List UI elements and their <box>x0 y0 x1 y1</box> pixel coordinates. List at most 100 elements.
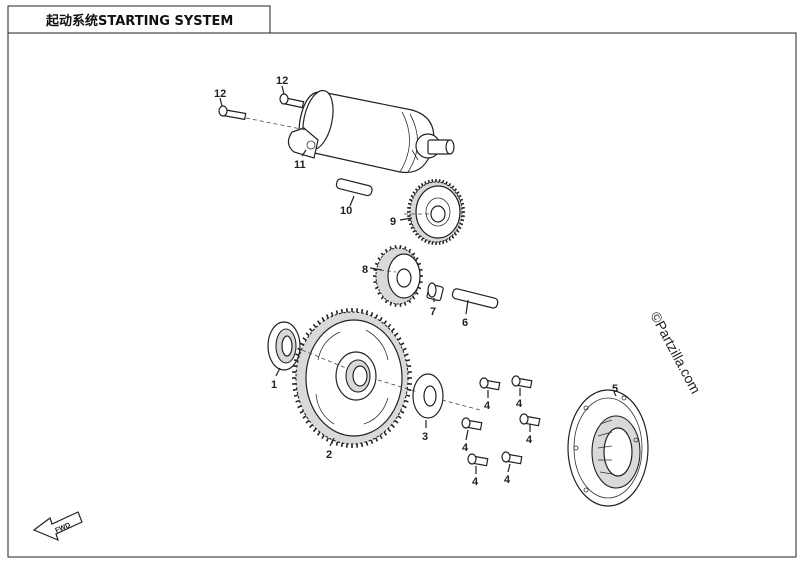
starter-driven-gear-teeth-tooth <box>309 327 313 332</box>
idler-gear-teeth-tooth <box>380 252 384 256</box>
idler-gear-teeth-tooth <box>389 246 392 250</box>
mounting-bolt-left <box>218 105 247 121</box>
callout-4-f: 4 <box>504 474 511 486</box>
reduction-gear-teeth-tooth <box>412 191 416 195</box>
clutch-bolt-5 <box>467 453 489 467</box>
clutch-bolt-4 <box>519 413 541 427</box>
idler-gear-teeth-tooth <box>415 257 419 261</box>
starter-driven-gear-teeth-tooth <box>299 342 304 346</box>
reduction-gear-teeth-tooth <box>453 232 458 236</box>
reduction-gear-teeth-tooth <box>451 185 455 189</box>
starter-driven-gear-teeth-tooth <box>404 353 409 357</box>
starter-driven-gear-teeth-tooth <box>360 442 364 448</box>
idler-gear-teeth-tooth <box>384 248 388 253</box>
starter-driven-gear-teeth-tooth <box>394 419 399 424</box>
idler-shaft-pin <box>335 178 373 197</box>
reduction-gear <box>404 181 463 243</box>
starter-driven-gear-teeth-tooth <box>405 359 411 362</box>
reduction-gear-teeth-tooth <box>420 237 424 241</box>
reduction-gear-teeth-tooth <box>414 232 419 236</box>
reduction-gear-teeth-tooth <box>410 226 414 230</box>
reduction-gear-teeth-tooth <box>451 235 455 239</box>
starter-driven-gear-teeth-tooth <box>330 311 334 317</box>
starter-driven-gear-teeth-tooth <box>292 365 298 368</box>
starter-driven-gear-teeth-tooth <box>387 428 392 433</box>
starter-driven-gear-teeth-tooth <box>404 399 409 403</box>
callout-5: 5 <box>612 383 618 395</box>
idler-gear-teeth-tooth <box>377 291 381 295</box>
idler-gear <box>375 247 421 305</box>
watermark: ©Partzilla.com <box>647 309 704 396</box>
starter-motor <box>287 89 455 174</box>
starter-driven-gear-teeth-tooth <box>335 441 339 446</box>
starter-driven-gear-teeth-tooth <box>302 337 307 341</box>
callout-4-a: 4 <box>484 400 491 412</box>
callout-4-c: 4 <box>462 442 469 454</box>
idler-gear-teeth-tooth <box>377 257 381 261</box>
starter-driven-gear-teeth-tooth <box>325 314 330 319</box>
idler-shaft <box>451 288 499 309</box>
callout-12-left: 12 <box>214 88 226 100</box>
callout-10: 10 <box>340 205 352 217</box>
idler-gear-teeth-tooth <box>417 286 422 290</box>
thrust-washer <box>377 373 481 419</box>
idler-gear-teeth-tooth <box>412 252 416 256</box>
starter-driven-gear-teeth-tooth <box>305 419 310 424</box>
starter-driven-gear-teeth-tooth <box>340 308 344 314</box>
reduction-gear-teeth-tooth <box>407 202 412 205</box>
reduction-gear-teeth-tooth <box>459 222 464 226</box>
starter-driven-gear-teeth-tooth <box>340 442 344 448</box>
idler-gear-teeth-tooth <box>412 296 416 300</box>
starter-driven-gear-teeth-tooth <box>405 394 411 397</box>
reduction-gear-teeth-tooth <box>453 188 458 192</box>
reduction-gear-teeth-tooth <box>417 235 421 239</box>
reduction-gear-teeth-tooth <box>412 229 416 233</box>
clutch-bolt-3 <box>461 417 483 431</box>
callout-12-top: 12 <box>276 75 288 87</box>
starter-driven-gear-teeth-tooth <box>297 347 302 351</box>
starter-driven-gear-teeth-tooth <box>370 311 374 317</box>
starter-driven-gear-teeth-tooth <box>402 405 407 409</box>
starter-driven-gear-teeth-tooth <box>397 415 402 419</box>
callout-9: 9 <box>390 216 396 228</box>
callout-2: 2 <box>326 449 332 461</box>
reduction-gear-teeth-tooth <box>410 194 414 198</box>
starter-driven-gear-teeth-tooth <box>321 316 325 322</box>
idler-gear-teeth-tooth <box>415 291 419 295</box>
starter-driven-gear-teeth-tooth <box>391 327 395 332</box>
starter-driven-gear-teeth-tooth <box>379 316 383 322</box>
starter-driven-gear-teeth-tooth <box>383 431 388 436</box>
reduction-gear-teeth-tooth <box>458 194 462 198</box>
reduction-gear-teeth-tooth <box>445 181 448 185</box>
callout-7: 7 <box>430 306 436 318</box>
clutch-bolt-6 <box>501 451 523 465</box>
starter-driven-gear-teeth-tooth <box>335 310 339 315</box>
starter-driven-gear-teeth-tooth <box>330 439 334 445</box>
idler-gear-teeth-tooth <box>408 299 412 304</box>
starter-driven-gear-teeth-tooth <box>400 410 405 414</box>
forward-direction-arrow: FWD <box>32 511 83 542</box>
diagram-frame <box>7 32 797 558</box>
reduction-gear-teeth-tooth <box>407 219 412 222</box>
reduction-gear-teeth-tooth <box>448 237 452 241</box>
reduction-gear-teeth-tooth <box>424 181 427 185</box>
starter-driven-gear-teeth <box>292 308 412 448</box>
reduction-gear-teeth <box>407 179 465 245</box>
starter-driven-gear-teeth-tooth <box>321 434 325 440</box>
reduction-gear-teeth-tooth <box>459 198 464 202</box>
idler-gear-teeth-tooth <box>384 299 388 304</box>
starter-driven-gear-teeth-tooth <box>383 320 388 325</box>
reduction-gear-teeth-tooth <box>420 183 424 187</box>
idler-gear-teeth-tooth <box>374 262 379 266</box>
reduction-gear-teeth-tooth <box>427 179 431 184</box>
idler-gear-teeth-tooth <box>373 268 377 271</box>
idler-gear-teeth-tooth <box>408 248 412 253</box>
one-way-clutch <box>567 389 649 507</box>
callout-4-b: 4 <box>516 398 523 410</box>
starter-driven-gear-teeth-tooth <box>299 410 304 414</box>
reduction-gear-teeth-tooth <box>414 188 419 192</box>
starter-driven-gear-teeth-tooth <box>305 332 310 337</box>
starter-driven-gear-teeth-tooth <box>293 394 299 397</box>
starter-driven-gear-teeth-tooth <box>365 310 369 315</box>
